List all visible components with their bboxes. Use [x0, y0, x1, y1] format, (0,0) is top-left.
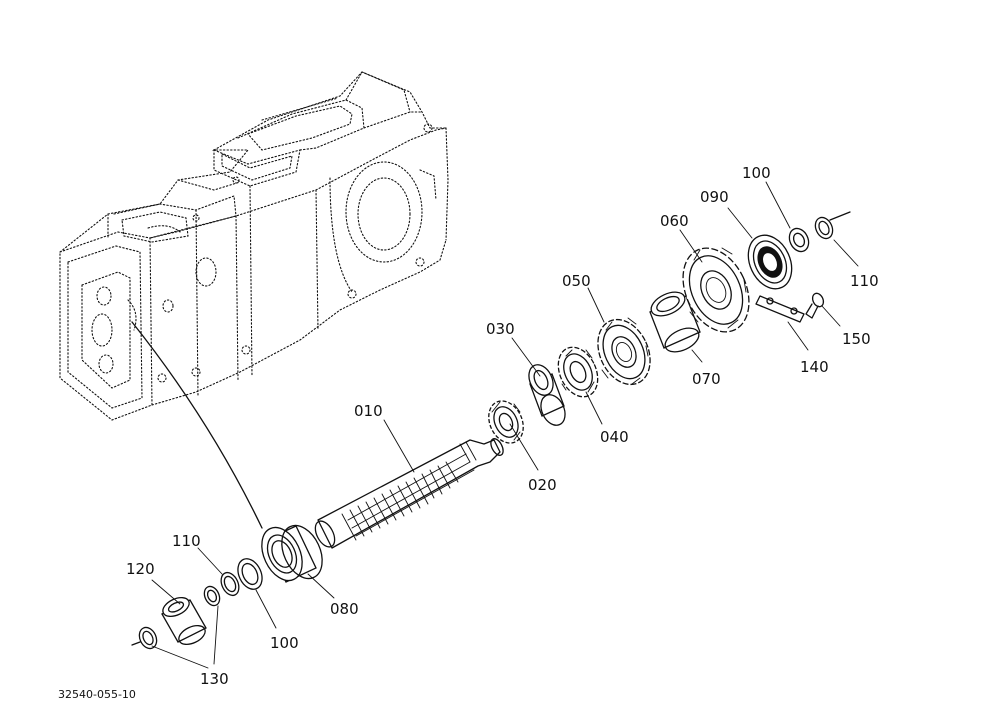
gear-060-part: [682, 247, 750, 333]
collar-030-part: [528, 364, 566, 426]
label-010: 010: [354, 402, 383, 420]
circlip-110-front-part: [220, 571, 240, 597]
label-140: 140: [800, 358, 829, 376]
label-030: 030: [486, 320, 515, 338]
label-130: 130: [200, 670, 229, 688]
catalog-number: 32540-055-10: [58, 688, 136, 701]
label-110-rear: 110: [850, 272, 879, 290]
leader-lines: [151, 181, 859, 669]
circlip-110-rear-part: [814, 211, 851, 240]
shim-100-front-part: [237, 558, 263, 590]
label-070: 070: [692, 370, 721, 388]
label-050: 050: [562, 272, 591, 290]
bearing-080-part: [261, 524, 323, 583]
label-020: 020: [528, 476, 557, 494]
label-060: 060: [660, 212, 689, 230]
label-080: 080: [330, 600, 359, 618]
label-090: 090: [700, 188, 729, 206]
gear-040-part: [557, 346, 599, 398]
gear-020-part: [488, 400, 524, 444]
transmission-case: [59, 71, 449, 421]
shim-100-rear-part: [788, 227, 810, 253]
callout-labels: 010 020 030 040 050 060 070 080 090 100 …: [58, 164, 879, 701]
bearing-090-part: [747, 234, 793, 290]
label-150: 150: [842, 330, 871, 348]
label-120: 120: [126, 560, 155, 578]
plate-140-part: [755, 295, 805, 323]
label-110-front: 110: [172, 532, 201, 550]
label-100-rear: 100: [742, 164, 771, 182]
label-040: 040: [600, 428, 629, 446]
bolt-150-part: [805, 292, 825, 319]
label-100-front: 100: [270, 634, 299, 652]
shaft-part: [314, 438, 504, 549]
bushing-070-part: [649, 291, 701, 353]
gear-050-part: [597, 317, 651, 386]
case-to-bearing-leader: [131, 321, 263, 529]
sleeve-120-part: [161, 596, 207, 646]
circlip-130-lower-part: [131, 626, 158, 650]
circlip-130-upper-part: [203, 585, 221, 607]
